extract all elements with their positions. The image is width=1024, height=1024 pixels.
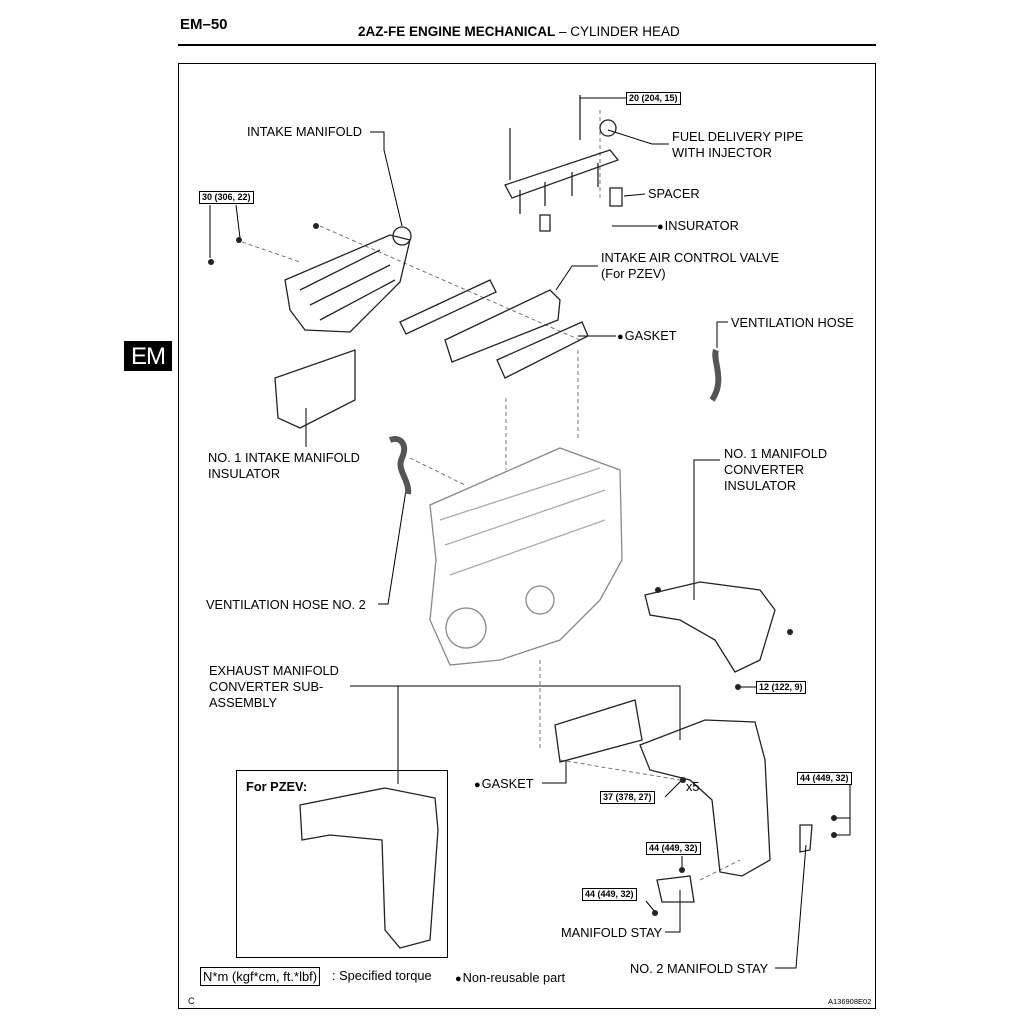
label-iacv-line1: INTAKE AIR CONTROL VALVE [601,250,780,265]
leader-intake-manifold [370,131,403,227]
no2-manifold-stay [799,824,813,853]
label-x5: x5 [686,779,700,794]
torque-mid-bolt: 44 (449, 32) [646,842,701,855]
leader-no2-stay [775,844,807,969]
footer-letter: C [188,996,195,1006]
page-code: EM–50 [180,16,228,33]
leader-exh [350,685,681,740]
label-intake-manifold: INTAKE MANIFOLD [247,124,362,139]
header-rule [178,44,876,46]
label-manifold-stay: MANIFOLD STAY [561,925,663,940]
label-fuel-pipe-line1: FUEL DELIVERY PIPE [672,129,804,144]
ventilation-hose-2 [388,436,412,495]
manifold-stay [656,875,695,903]
leader-t-right [836,784,851,836]
legend-torque-units: N*m (kgf*cm, ft.*lbf) [200,967,321,986]
leader-fuel-pipe [607,129,669,145]
label-no1-conv-ins-line1: NO. 1 MANIFOLD [724,446,828,461]
section-title-sub: CYLINDER HEAD [570,24,680,39]
exhaust-gasket [554,699,643,763]
engine-block [429,447,623,666]
label-no1-intake-ins-line2: INSULATOR [208,466,281,481]
fuel-delivery-pipe [504,149,620,199]
leader-manifold-stay [665,890,681,933]
torque-fuel-pipe: 20 (204, 15) [626,92,681,105]
torque-intake-manifold: 30 (306, 22) [199,191,254,204]
label-fuel-pipe-line2: WITH INJECTOR [672,145,773,160]
label-vent-hose-2: VENTILATION HOSE NO. 2 [206,597,366,612]
torque-right-bolts: 44 (449, 32) [797,772,852,785]
label-no2-manifold-stay: NO. 2 MANIFOLD STAY [630,961,769,976]
label-no1-conv-ins-line3: INSULATOR [724,478,797,493]
legend-torque-desc: : Specified torque [332,968,432,983]
pzev-inset-title: For PZEV: [246,779,308,794]
torque-converter-insulator: 12 (122, 9) [756,681,806,694]
label-exh-line3: ASSEMBLY [209,695,278,710]
label-iacv-line2: (For PZEV) [601,266,666,281]
intake-air-control-valve [444,289,561,363]
label-gasket-top: GASKET [617,328,677,345]
leader-spacer [623,193,646,197]
label-exh-line1: EXHAUST MANIFOLD [209,663,339,678]
label-spacer: SPACER [648,186,700,201]
pzev-converter [299,787,439,949]
no1-manifold-converter-insulator [644,581,776,673]
exhaust-manifold-converter [639,719,771,877]
em-side-tab: EM [124,341,172,371]
label-insurator: INSURATOR [657,218,739,235]
torque-exhaust-manifold: 37 (378, 27) [600,791,655,804]
leader-t-exh [664,779,683,798]
torque-manifold-stay: 44 (449, 32) [582,888,637,901]
label-no1-intake-ins-line1: NO. 1 INTAKE MANIFOLD [208,450,360,465]
ventilation-hose [709,348,722,402]
label-no1-conv-ins-line2: CONVERTER [724,462,805,477]
label-exh-line2: CONVERTER SUB- [209,679,324,694]
leader-t-intake-2 [235,204,241,239]
no1-intake-insulator [274,349,356,429]
leader-iacv [555,265,598,291]
intake-manifold [284,234,411,333]
leader-vent-hose [716,321,728,348]
leader-vent-hose-2 [378,489,407,605]
diagram-frame [178,63,876,1009]
figure-id: A136908E02 [828,997,872,1006]
label-gasket-bottom: GASKET [474,776,534,793]
section-title-dash: – [555,24,571,39]
leader-t-stay [645,900,656,913]
label-vent-hose: VENTILATION HOSE [731,315,854,330]
section-title-bold: 2AZ-FE ENGINE MECHANICAL [358,24,556,39]
leader-no1-conv-ins [693,459,720,600]
pzev-inset-frame [236,770,448,958]
section-title: 2AZ-FE ENGINE MECHANICAL – CYLINDER HEAD [358,24,680,39]
leader-gasket-bottom [542,760,567,784]
legend-nonreusable: Non-reusable part [455,970,565,987]
